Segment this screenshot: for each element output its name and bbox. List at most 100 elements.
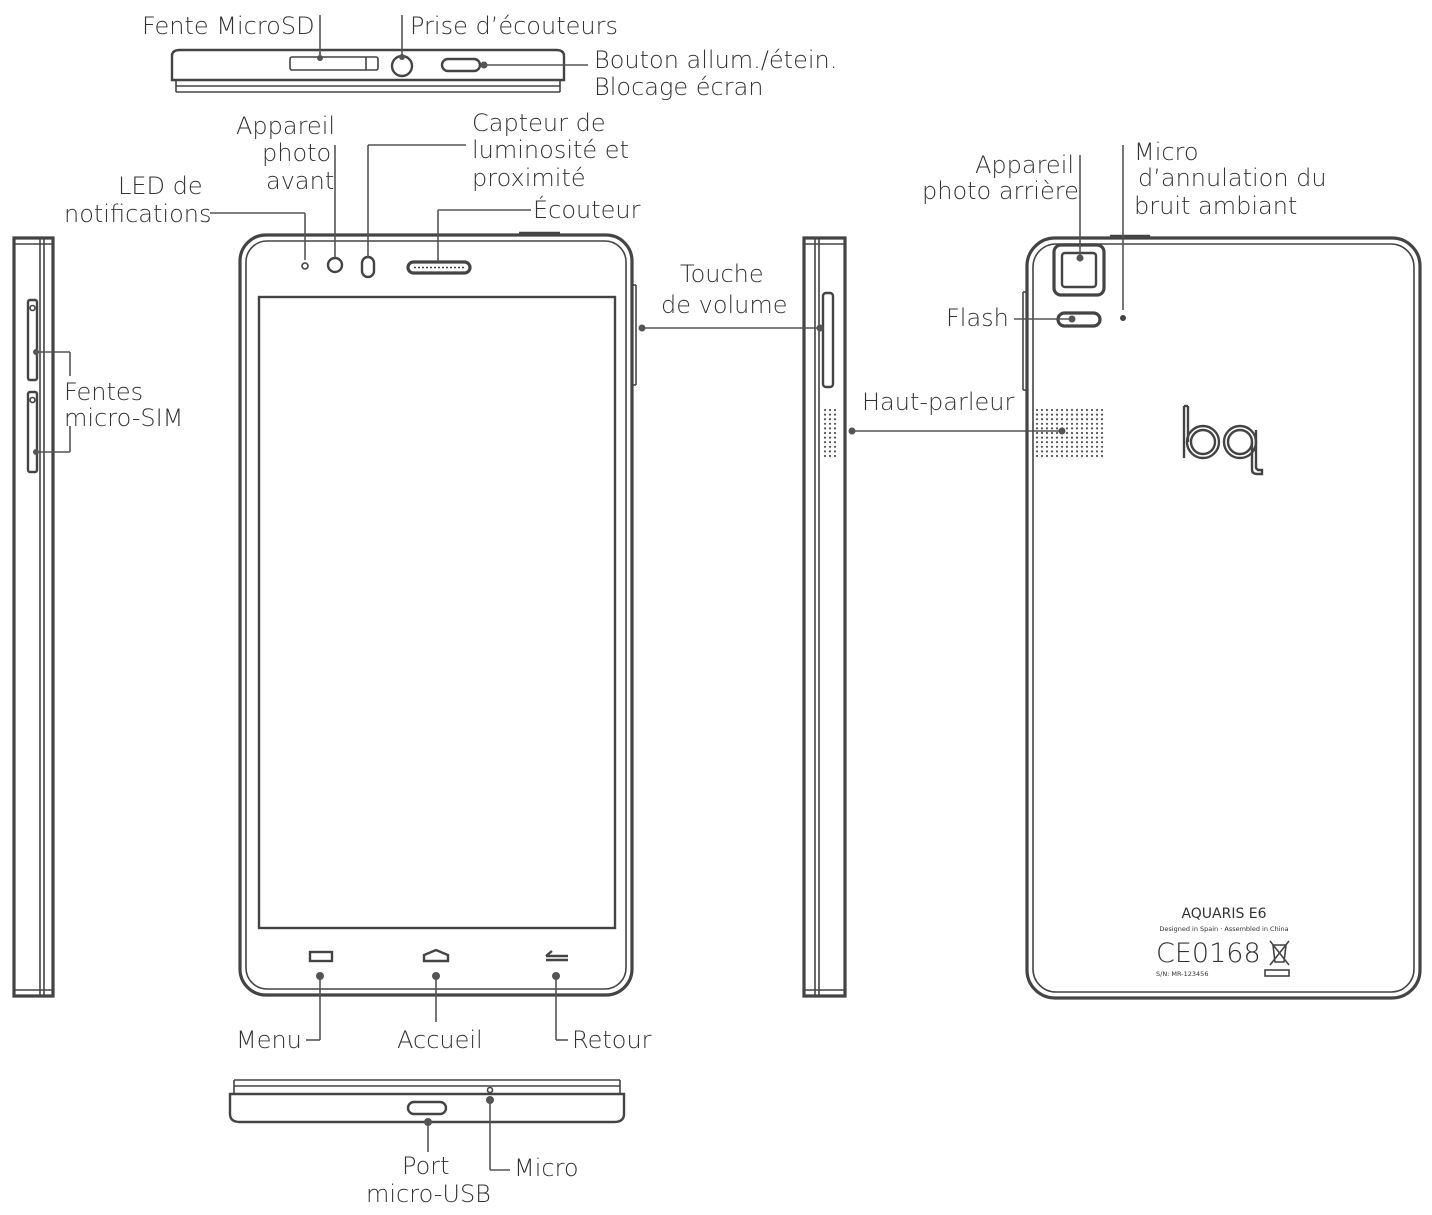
- grille-hole: [1065, 450, 1069, 453]
- grille-hole: [1055, 427, 1059, 430]
- label-front-camera-line2: photo: [262, 139, 331, 167]
- grille-hole: [1070, 413, 1074, 416]
- grille-hole: [1080, 422, 1084, 425]
- grille-hole: [1045, 450, 1049, 453]
- grille-hole: [1070, 422, 1074, 425]
- grille-hole: [1080, 436, 1084, 439]
- grille-hole: [1035, 408, 1039, 412]
- label-light-sensor-line3: proximité: [472, 164, 586, 192]
- grille-hole: [1070, 436, 1074, 439]
- grille-hole: [1035, 422, 1039, 425]
- grille-hole: [1070, 445, 1074, 448]
- label-front-camera-line3: avant: [266, 167, 334, 195]
- grille-hole: [1060, 408, 1064, 412]
- left-side-view: [12, 236, 55, 998]
- grille-hole: [1055, 422, 1059, 425]
- label-menu-button: Menu: [236, 1026, 302, 1054]
- grille-hole: [1100, 431, 1104, 435]
- label-home-button: Accueil: [397, 1026, 483, 1054]
- grille-hole: [1065, 431, 1069, 435]
- label-microsd-slot: Fente MicroSD: [142, 12, 315, 40]
- grille-hole: [1050, 413, 1054, 416]
- grille-hole: [1085, 408, 1089, 412]
- bottom-edge-view: [228, 1079, 626, 1124]
- grille-hole: [1085, 441, 1089, 444]
- label-sim-slots-line2: micro-SIM: [64, 404, 183, 432]
- grille-hole: [828, 422, 832, 425]
- grille-hole: [1080, 418, 1084, 421]
- right-side-view: [802, 236, 847, 998]
- grille-hole: [1060, 436, 1064, 439]
- grille-hole: [1040, 445, 1044, 448]
- grille-hole: [1050, 436, 1054, 439]
- grille-hole: [1090, 441, 1094, 444]
- grille-hole: [823, 408, 827, 412]
- grille-hole: [1040, 441, 1044, 444]
- grille-hole: [1065, 413, 1069, 416]
- grille-hole: [823, 441, 827, 444]
- grille-hole: [823, 454, 827, 458]
- grille-hole: [833, 450, 837, 453]
- screen: [257, 295, 617, 930]
- grille-hole: [1100, 454, 1104, 458]
- label-notification-led: LED de: [118, 172, 203, 200]
- label-volume-key-line2: de volume: [661, 291, 788, 319]
- label-sim-slots: Fentes: [64, 378, 143, 406]
- grille-hole: [1035, 454, 1039, 458]
- grille-hole: [828, 413, 832, 416]
- side-speaker-grille: [823, 408, 837, 458]
- grille-hole: [1100, 441, 1104, 444]
- grille-hole: [833, 436, 837, 439]
- grille-hole: [833, 441, 837, 444]
- grille-hole: [1075, 413, 1079, 416]
- label-back-button: Retour: [572, 1026, 652, 1054]
- grille-hole: [1070, 450, 1074, 453]
- grille-hole: [1055, 418, 1059, 421]
- label-light-sensor-line2: luminosité et: [472, 136, 629, 164]
- label-volume-key: Touche: [680, 260, 764, 288]
- grille-hole: [1040, 408, 1044, 412]
- grille-hole: [1090, 422, 1094, 425]
- rear-speaker-grille: [1035, 408, 1104, 458]
- grille-hole: [1075, 408, 1079, 412]
- power-button: [440, 57, 482, 73]
- grille-hole: [1080, 431, 1084, 435]
- grille-hole: [1035, 418, 1039, 421]
- grille-hole: [1040, 413, 1044, 416]
- grille-hole: [1090, 431, 1094, 435]
- grille-hole: [1045, 427, 1049, 430]
- rear-camera: [1052, 243, 1106, 297]
- grille-hole: [1095, 436, 1099, 439]
- sim-slot-2: [26, 390, 39, 474]
- label-rear-camera-line2: photo arrière: [922, 177, 1079, 205]
- grille-hole: [1080, 408, 1084, 412]
- grille-hole: [1085, 422, 1089, 425]
- grille-hole: [1085, 436, 1089, 439]
- label-notification-led-line2: notifications: [64, 200, 211, 228]
- grille-hole: [1075, 436, 1079, 439]
- grille-hole: [1070, 408, 1074, 412]
- grille-hole: [1090, 427, 1094, 430]
- grille-hole: [1095, 441, 1099, 444]
- front-camera: [326, 256, 344, 274]
- label-power-button: Bouton allum./étein.: [594, 46, 837, 74]
- top-edge-view: [170, 48, 566, 93]
- noise-cancel-mic: [1120, 315, 1126, 321]
- grille-hole: [1080, 450, 1084, 453]
- grille-hole: [828, 450, 832, 453]
- grille-hole: [1040, 418, 1044, 421]
- grille-hole: [1075, 454, 1079, 458]
- grille-hole: [833, 427, 837, 430]
- grille-hole: [1100, 436, 1104, 439]
- label-speaker: Haut-parleur: [862, 388, 1014, 416]
- back-arrow-icon: [545, 950, 568, 962]
- grille-hole: [1045, 431, 1049, 435]
- grille-hole: [1085, 454, 1089, 458]
- grille-hole: [1035, 445, 1039, 448]
- grille-hole: [1055, 441, 1059, 444]
- grille-hole: [1080, 441, 1084, 444]
- bq-logo: [1182, 404, 1264, 476]
- grille-hole: [1090, 436, 1094, 439]
- grille-hole: [1065, 422, 1069, 425]
- grille-hole: [1055, 445, 1059, 448]
